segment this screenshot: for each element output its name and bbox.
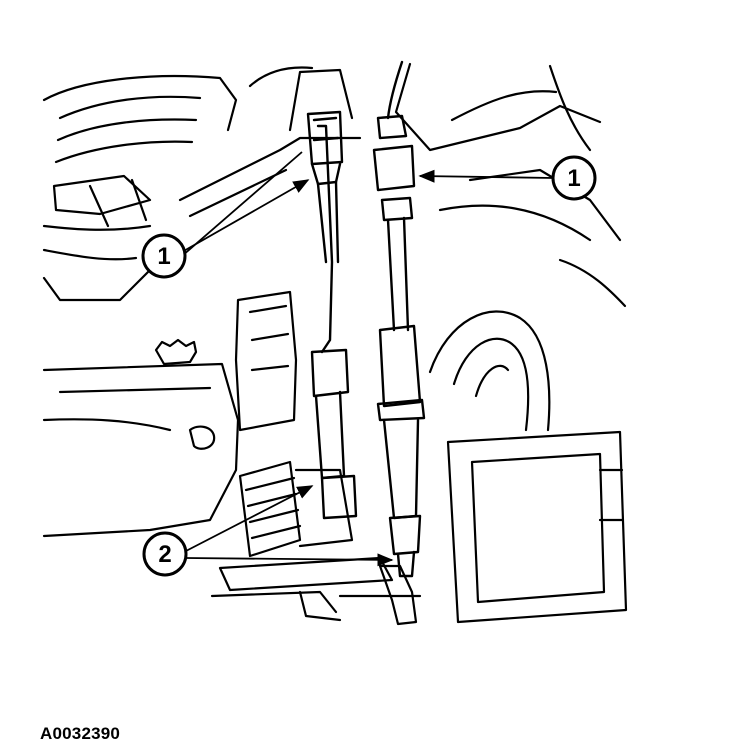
callout-2: 2 [142, 531, 188, 577]
callout-1-right: 1 [551, 155, 597, 201]
callout-label: 1 [567, 165, 580, 192]
callout-label: 2 [158, 541, 171, 568]
background-engine-outline [42, 62, 628, 626]
leader-line-1a [181, 179, 310, 253]
leader-line-1c [418, 169, 555, 183]
callout-label: 1 [157, 243, 170, 270]
leader-lines [181, 151, 555, 567]
figure-id: A0032390 [40, 724, 121, 743]
leader-line-2b [185, 553, 394, 567]
leader-line-1b [181, 151, 303, 257]
callout-1-left: 1 [141, 233, 187, 279]
cable-assembly [306, 60, 426, 578]
leader-line-2a [183, 485, 314, 553]
